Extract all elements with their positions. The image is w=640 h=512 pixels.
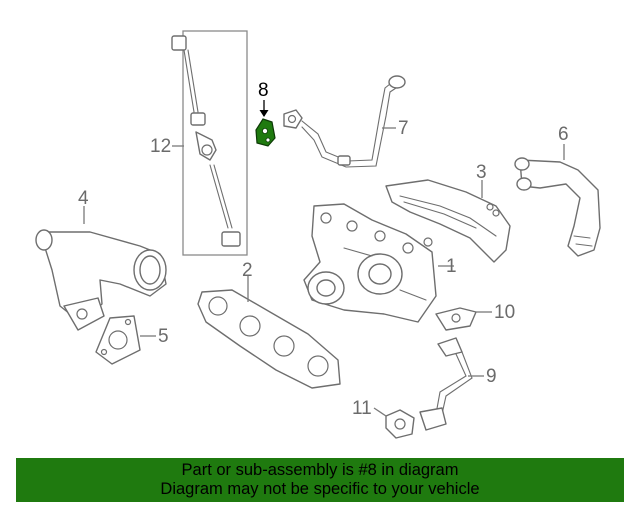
callout-6[interactable]: 6 [558, 124, 569, 145]
part-6-coolant-pipe[interactable] [514, 144, 601, 257]
callout-2[interactable]: 2 [242, 260, 253, 281]
callout-7[interactable]: 7 [398, 118, 409, 139]
part-11-flange-gasket[interactable] [373, 407, 415, 439]
part-1-turbocharger[interactable] [303, 203, 454, 323]
banner-line-part-number: Part or sub-assembly is #8 in diagram [181, 461, 459, 479]
callout-11[interactable]: 11 [352, 398, 372, 419]
part-5-gasket[interactable] [95, 315, 156, 365]
part-10-gasket[interactable] [435, 307, 492, 331]
banner-line-disclaimer: Diagram may not be specific to your vehi… [160, 480, 480, 498]
callout-12[interactable]: 12 [150, 136, 171, 157]
part-2-manifold-gasket[interactable] [197, 276, 341, 389]
part-8-bracket-highlighted[interactable] [255, 100, 276, 147]
part-12-rod-assembly[interactable] [171, 30, 248, 256]
part-9-return-pipe[interactable] [419, 337, 484, 431]
part-3-heat-shield[interactable] [385, 179, 511, 263]
exploded-parts-diagram: 1 2 3 4 5 6 7 8 9 10 11 12 [35, 30, 601, 439]
callout-9[interactable]: 9 [486, 366, 497, 387]
callout-10[interactable]: 10 [494, 302, 515, 323]
callout-3[interactable]: 3 [476, 162, 487, 183]
part-4-intake-elbow[interactable] [35, 206, 167, 331]
fitment-notice-banner: Part or sub-assembly is #8 in diagram Di… [16, 458, 624, 502]
callout-4[interactable]: 4 [78, 188, 89, 209]
callout-8-highlighted[interactable]: 8 [258, 80, 269, 101]
callout-1[interactable]: 1 [446, 256, 457, 277]
part-7-oil-pipe[interactable] [283, 75, 406, 168]
callout-5[interactable]: 5 [158, 326, 169, 347]
